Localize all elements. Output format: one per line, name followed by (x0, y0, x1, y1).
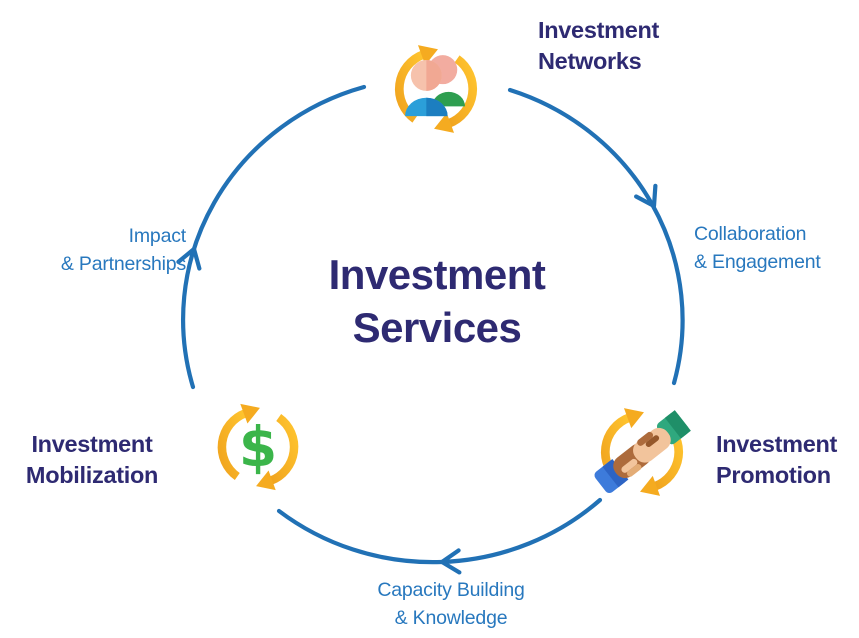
label-line: Collaboration (694, 223, 807, 245)
label-line: & Partnerships (60, 252, 186, 275)
label-line: Capacity Building (377, 579, 525, 601)
cycle-arrowheads (240, 403, 276, 491)
label-line: Investment (538, 17, 660, 43)
handshake-cycle-icon (594, 408, 691, 496)
dollar-cycle-icon: $ (217, 403, 299, 491)
people-cycle-icon (394, 45, 478, 133)
edge-label-impact-partnerships: Impact & Partnerships (30, 223, 186, 278)
label-line: Investment (31, 431, 153, 457)
node-label-investment-networks: Investment Networks (538, 15, 659, 77)
diagram-title-line1: Investment (328, 251, 546, 298)
flow-arc-bottom (276, 497, 603, 565)
cycle-arrowheads (623, 408, 661, 496)
flow-arrowhead-left-icon (176, 246, 202, 271)
edge-label-capacity-knowledge: Capacity Building & Knowledge (328, 577, 574, 632)
label-line: Networks (538, 48, 642, 74)
label-line: Mobilization (25, 462, 159, 488)
label-line: Investment (716, 431, 838, 457)
diagram-title: Investment Services (268, 248, 606, 354)
flow-arrowhead-right-icon (634, 183, 658, 209)
node-label-investment-mobilization: Investment Mobilization (4, 429, 180, 491)
flow-arrowhead-bottom-icon (439, 548, 462, 575)
edge-label-collaboration-engagement: Collaboration & Engagement (694, 221, 821, 276)
label-line: & Knowledge (394, 606, 508, 629)
people-glyph (405, 55, 465, 117)
handshake-glyph (594, 410, 691, 494)
flow-arc-left (181, 84, 367, 390)
cycle-arrowheads (417, 45, 455, 133)
label-line: Impact (128, 225, 187, 247)
dollar-symbol: $ (239, 415, 277, 479)
diagram-title-line2: Services (352, 304, 522, 351)
label-line: & Engagement (694, 250, 821, 273)
label-line: Promotion (716, 462, 831, 488)
node-label-investment-promotion: Investment Promotion (716, 429, 837, 491)
